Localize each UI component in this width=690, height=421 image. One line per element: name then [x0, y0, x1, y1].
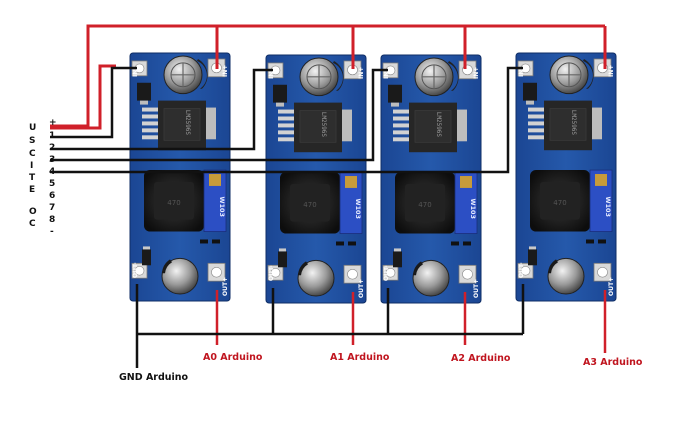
- module-2-out-minus: OUT-: [268, 265, 275, 281]
- vertical-letter: T: [29, 173, 36, 183]
- vertical-letter: C: [29, 149, 36, 159]
- module-3-in-minus: IN-: [383, 69, 390, 79]
- module-2-out-plus: OUT+: [358, 279, 365, 298]
- module-4-out-minus: OUT-: [518, 262, 525, 278]
- pin-1-label: 1: [49, 131, 56, 141]
- module-3-in-plus: IN+: [473, 67, 480, 79]
- vertical-letter: S: [29, 136, 36, 146]
- supply-positive-wires: [50, 24, 607, 130]
- buck-module-2: IN- IN+ OUT- OUT+: [265, 54, 367, 304]
- module-3-out-minus: OUT-: [383, 265, 390, 281]
- module-2-in-minus: IN-: [268, 69, 275, 79]
- module-4-in-plus: IN+: [608, 65, 615, 77]
- module-2-in-plus: IN+: [358, 67, 365, 79]
- a1-arduino-label: A1 Arduino: [330, 352, 390, 363]
- pin-7-label: 7: [49, 203, 56, 213]
- vertical-letter: C: [29, 219, 36, 229]
- pin-6-label: 6: [49, 191, 56, 201]
- pin-4-label: 4: [49, 167, 56, 177]
- module-3-out-plus: OUT+: [473, 279, 480, 298]
- module-1-out-plus: OUT+: [222, 277, 229, 296]
- pin-plus-label: +: [49, 118, 57, 128]
- vertical-letter: E: [29, 185, 36, 195]
- module-1-in-plus: IN+: [222, 65, 229, 77]
- vertical-letter: O: [29, 207, 37, 217]
- a3-arduino-label: A3 Arduino: [583, 357, 643, 368]
- pin-3-label: 3: [49, 155, 56, 165]
- buck-module-3: IN- IN+ OUT- OUT+: [380, 54, 482, 304]
- module-1-in-minus: IN-: [132, 67, 139, 77]
- pin-8-label: 8: [49, 215, 56, 225]
- buck-module-4: IN- IN+ OUT- OUT+: [515, 52, 617, 302]
- module-4-in-minus: IN-: [518, 67, 525, 77]
- vertical-letter: U: [29, 123, 37, 133]
- pin-minus-label: -: [50, 227, 54, 237]
- a2-arduino-label: A2 Arduino: [451, 353, 511, 364]
- module-1-out-minus: OUT-: [132, 262, 139, 278]
- pin-5-label: 5: [49, 179, 56, 189]
- ground-wires: [135, 284, 525, 368]
- input-negative-wires: [50, 66, 523, 174]
- module-4-out-plus: OUT+: [608, 277, 615, 296]
- vertical-letter: I: [30, 161, 34, 171]
- buck-module-1: IN- IN+ OUT- OUT+: [129, 52, 231, 302]
- pin-2-label: 2: [49, 143, 56, 153]
- a0-arduino-label: A0 Arduino: [203, 352, 263, 363]
- gnd-arduino-label: GND Arduino: [119, 372, 189, 383]
- output-positive-wires: [215, 290, 607, 353]
